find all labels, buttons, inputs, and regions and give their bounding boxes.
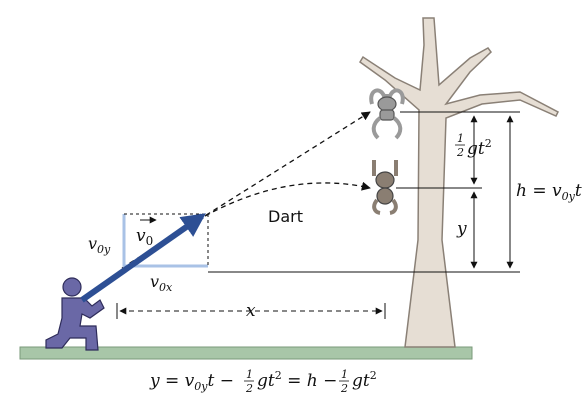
ground <box>19 346 473 360</box>
svg-text:2: 2 <box>456 146 464 159</box>
svg-text:2: 2 <box>245 382 253 395</box>
svg-text:gt2: gt2 <box>352 369 377 391</box>
v0y-label: v0y <box>88 234 111 256</box>
bottom-equation: y = v0yt − 1 2 gt2 = h − 1 2 gt2 <box>149 368 377 395</box>
svg-text:1: 1 <box>246 368 253 381</box>
svg-text:1: 1 <box>341 368 348 381</box>
h-label: h = v0yt <box>516 181 582 203</box>
component-box-dashed <box>124 213 209 266</box>
tree <box>359 17 559 348</box>
v0x-label: v0x <box>150 272 173 294</box>
x-label: x <box>246 301 256 321</box>
svg-text:gt2: gt2 <box>467 137 492 159</box>
half-gt2-label: 1 2 gt2 <box>455 132 492 159</box>
monkey-hanging-icon <box>369 88 405 140</box>
svg-text:y = v0yt −: y = v0yt − <box>149 371 234 393</box>
v0-label: v0 <box>136 226 153 248</box>
dart-label: Dart <box>268 207 303 226</box>
dart-trajectory <box>204 181 371 217</box>
svg-text:gt2 = h −: gt2 = h − <box>257 369 337 391</box>
component-box-blue <box>122 214 208 268</box>
y-label: y <box>456 219 467 239</box>
monkey-falling-icon <box>372 160 398 215</box>
velocity-arrow <box>80 213 206 303</box>
svg-text:1: 1 <box>457 132 464 145</box>
svg-text:2: 2 <box>340 382 348 395</box>
hunter-figure <box>45 277 105 351</box>
